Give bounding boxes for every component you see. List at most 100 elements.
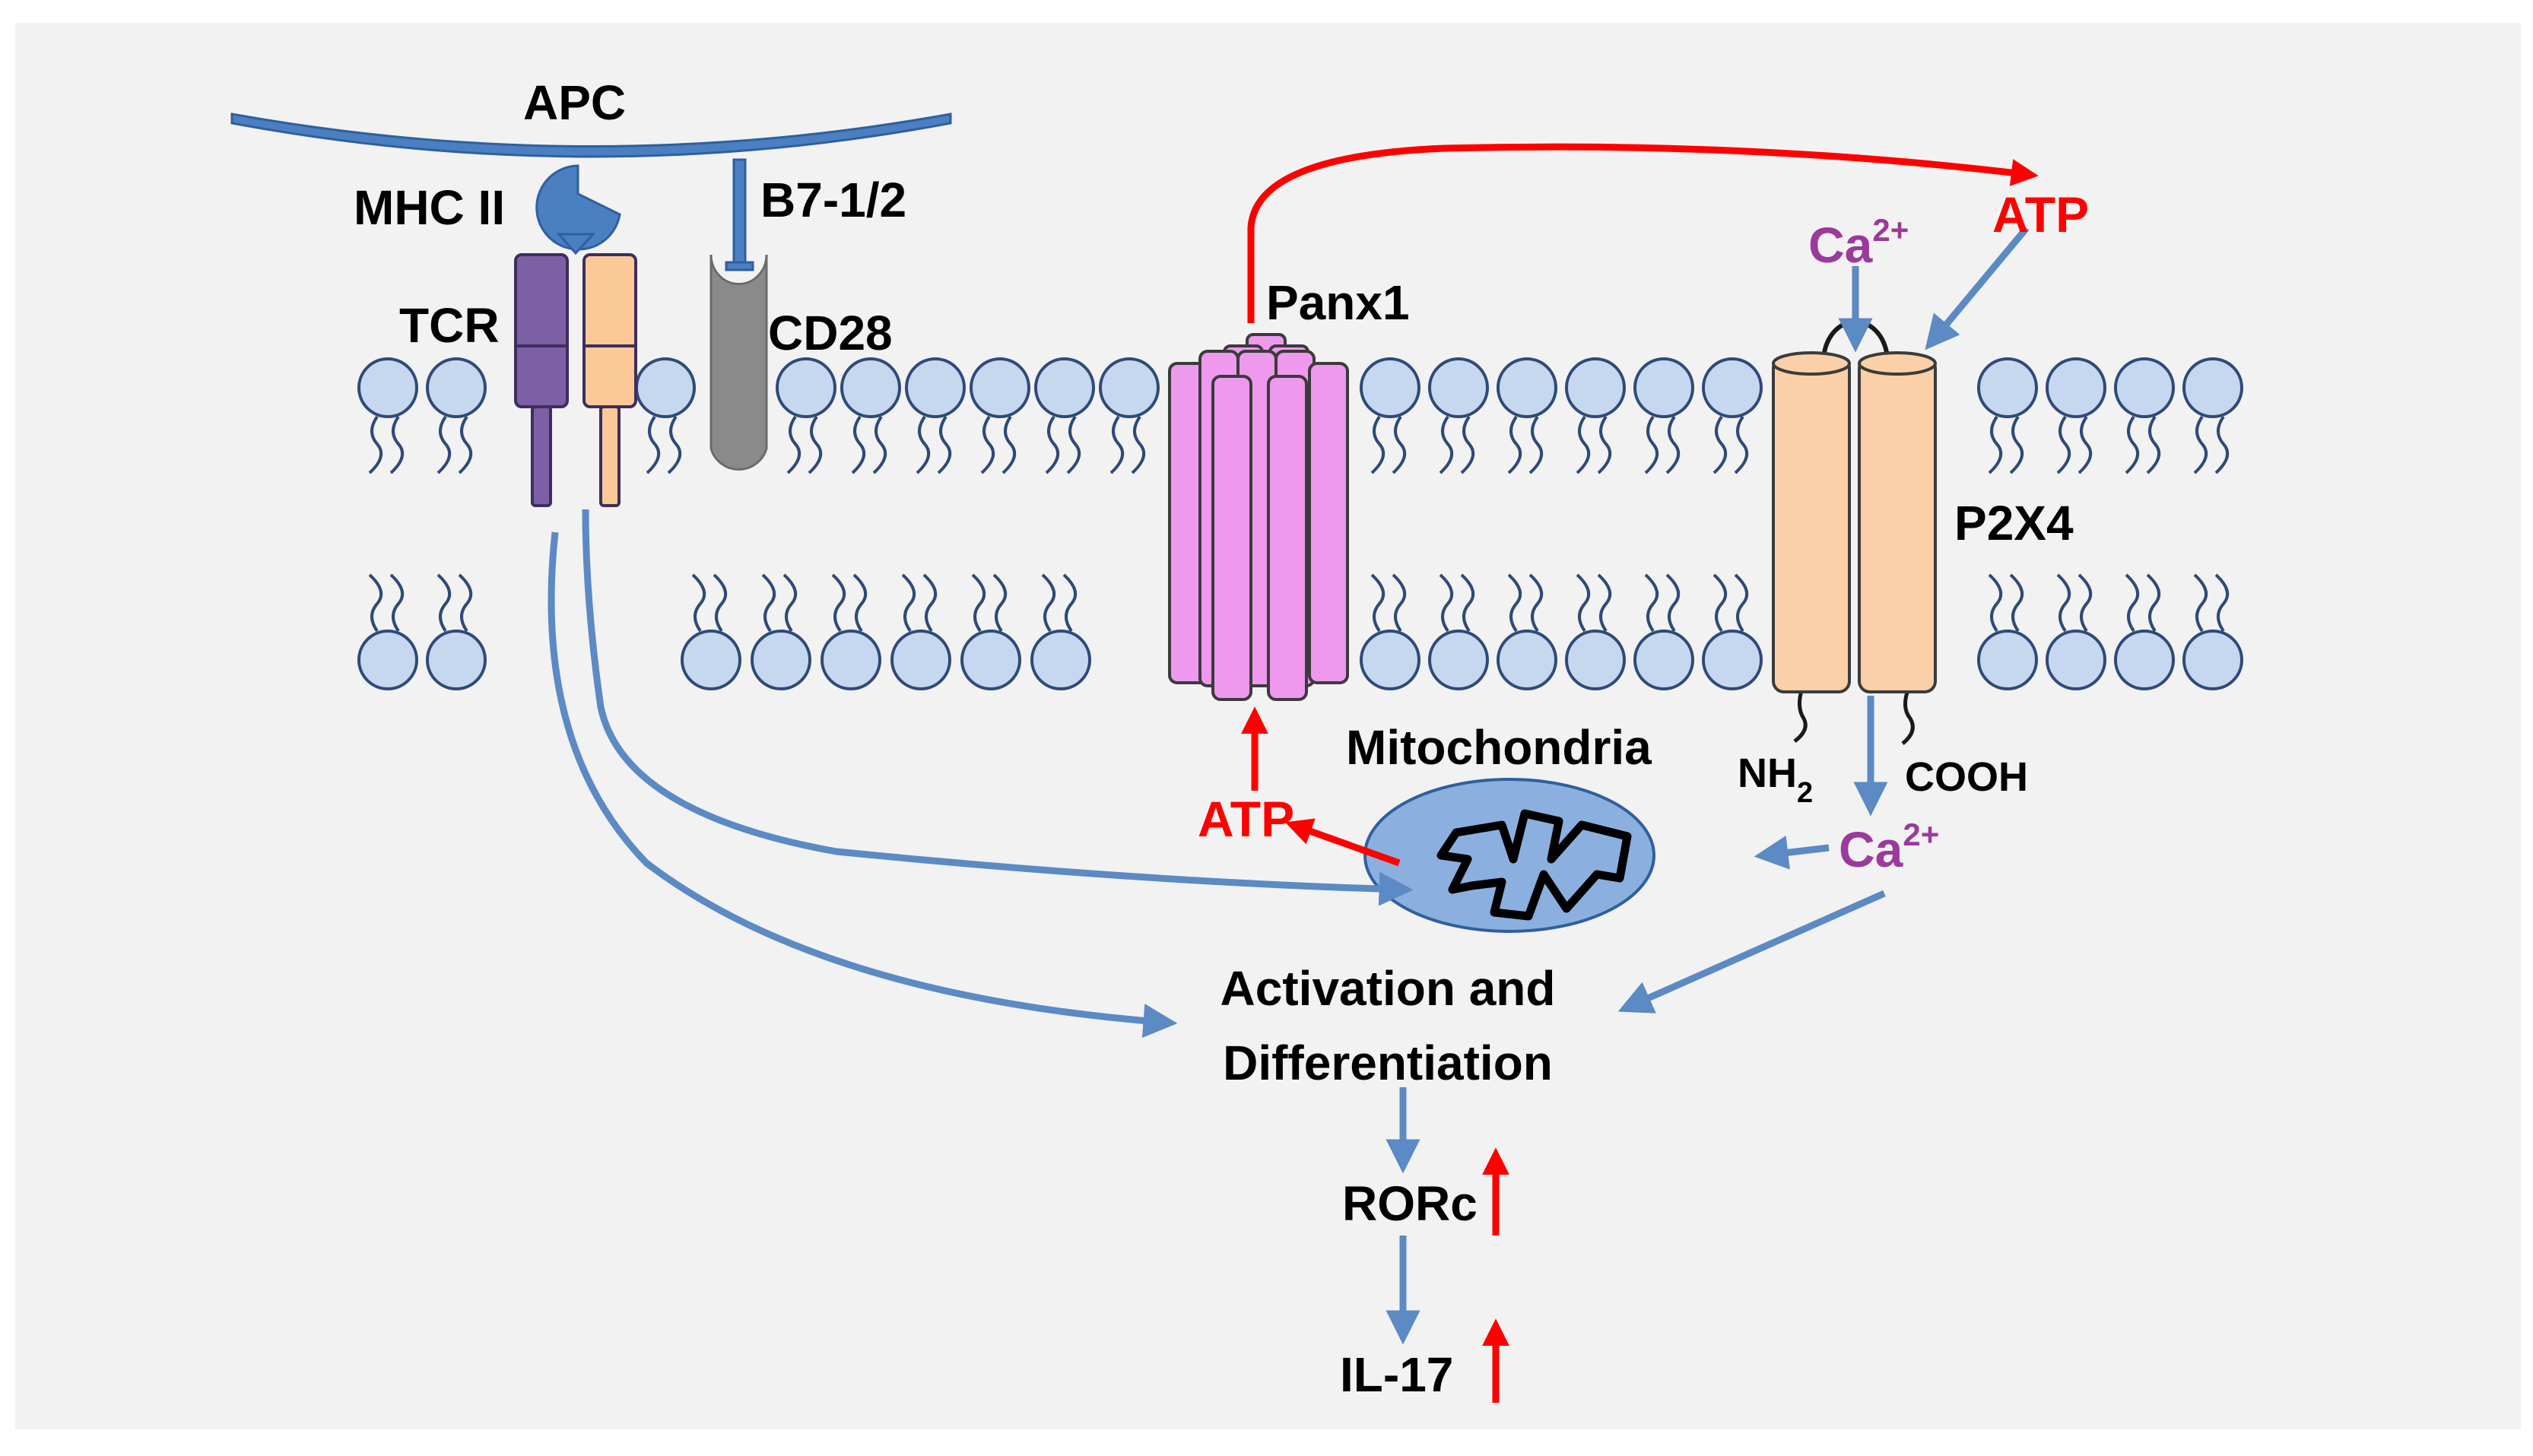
- lipid-head: [357, 357, 418, 418]
- lipid-tail: [1460, 415, 1475, 474]
- lipid-tail: [713, 573, 728, 633]
- lipid-tail: [1712, 415, 1728, 474]
- lipid-head: [1497, 630, 1557, 690]
- b7-tip: [725, 261, 754, 271]
- lipid-head: [2182, 630, 2243, 690]
- lipid-tail: [2078, 415, 2093, 474]
- nh2-label: NH2: [1738, 750, 1813, 809]
- lipid-tail: [1597, 573, 1612, 633]
- lipid-tail: [872, 415, 887, 474]
- lipid-head: [1702, 357, 1763, 418]
- rorc-label: RORc: [1342, 1176, 1478, 1231]
- lipid-tail: [761, 573, 776, 633]
- lipid-tail: [2125, 573, 2140, 633]
- lipid-tail: [389, 573, 405, 633]
- lipid-tail: [368, 573, 383, 633]
- blue-arrow-atp-to-p2x4: [1925, 226, 2030, 351]
- lipid-head: [357, 630, 418, 690]
- lipid-head: [1030, 630, 1091, 690]
- mitochondria-label: Mitochondria: [1346, 720, 1652, 775]
- lipid-head: [426, 630, 487, 690]
- lipid-head: [1633, 357, 1694, 418]
- lipid-head: [1977, 630, 2038, 690]
- calcium-top-label: Ca2+: [1808, 212, 1909, 273]
- lipid-head: [635, 357, 696, 418]
- lipid-tail: [2193, 415, 2208, 474]
- red-arrow-mitochondria-to-atp: [1284, 818, 1401, 867]
- lipid-tail: [852, 573, 868, 633]
- tcr-receptor: [514, 253, 637, 507]
- lipid-head: [1428, 357, 1489, 418]
- lipid-tail: [1370, 573, 1386, 633]
- lipid-tail: [1644, 573, 1659, 633]
- lipid-tail: [1734, 415, 1749, 474]
- blue-arrow-calcium-to-activation: [1617, 890, 1886, 1013]
- mhc-ii-icon: [535, 164, 621, 251]
- lipid-tail: [1041, 573, 1056, 633]
- lipid-head: [1099, 357, 1160, 418]
- lipid-head: [890, 630, 951, 690]
- lipid-tail: [782, 573, 798, 633]
- lipid-tail: [1507, 573, 1522, 633]
- panx1-channel: [1168, 333, 1349, 701]
- lipid-tail: [1439, 415, 1454, 474]
- lipid-tail: [1597, 415, 1612, 474]
- lipid-head: [1977, 357, 2038, 418]
- blue-arrow-tcr-to-mitochondria: [582, 509, 1414, 906]
- lipid-bilayer: [357, 357, 2243, 690]
- lipid-tail: [667, 415, 682, 474]
- mhc-label: MHC II: [354, 180, 505, 235]
- lipid-tail: [831, 573, 846, 633]
- lipid-tail: [1507, 415, 1522, 474]
- calcium-bottom-label: Ca2+: [1839, 817, 1939, 877]
- tcr-label: TCR: [399, 298, 500, 353]
- lipid-tail: [1576, 415, 1591, 474]
- lipid-tail: [1131, 415, 1146, 474]
- lipid-tail: [1066, 415, 1081, 474]
- lipid-tail: [1665, 573, 1681, 633]
- lipid-tail: [916, 415, 931, 474]
- lipid-head: [1360, 357, 1420, 418]
- lipid-tail: [368, 415, 383, 474]
- atp-mito-label: ATP: [1198, 791, 1294, 847]
- lipid-tail: [808, 415, 823, 474]
- lipid-head: [960, 630, 1021, 690]
- lipid-tail: [980, 415, 995, 474]
- lipid-tail: [1988, 573, 2003, 633]
- lipid-tail: [1045, 415, 1060, 474]
- il17-label: IL-17: [1340, 1347, 1453, 1402]
- lipid-tail: [1109, 415, 1125, 474]
- activation-label-line1: Activation and: [1220, 961, 1556, 1016]
- lipid-tail: [2009, 415, 2024, 474]
- lipid-tail: [1370, 415, 1386, 474]
- cd28-label: CD28: [768, 306, 893, 360]
- red-arrow-panx1-to-atp: [1247, 143, 2039, 323]
- lipid-tail: [2214, 573, 2230, 633]
- mitochondria-cristae: [1436, 809, 1632, 921]
- mitochondrion: [1363, 778, 1655, 933]
- lipid-tail: [1439, 573, 1454, 633]
- lipid-head: [840, 357, 901, 418]
- lipid-tail: [2056, 415, 2071, 474]
- lipid-tail: [2009, 573, 2024, 633]
- lipid-tail: [2146, 415, 2161, 474]
- lipid-tail: [2193, 573, 2208, 633]
- lipid-tail: [646, 415, 661, 474]
- lipid-tail: [1460, 573, 1475, 633]
- lipid-head: [2046, 630, 2106, 690]
- lipid-tail: [458, 415, 473, 474]
- lipid-head: [751, 630, 811, 690]
- cd28-receptor: [709, 254, 768, 471]
- lipid-tail: [922, 573, 938, 633]
- lipid-head: [776, 357, 836, 418]
- b7-label: B7-1/2: [760, 173, 906, 227]
- lipid-tail: [1644, 415, 1659, 474]
- lipid-tail: [458, 573, 473, 633]
- panx1-label: Panx1: [1266, 275, 1410, 330]
- p2x4-label: P2X4: [1954, 496, 2074, 550]
- lipid-head: [2182, 357, 2243, 418]
- lipid-tail: [436, 415, 452, 474]
- lipid-head: [1428, 630, 1489, 690]
